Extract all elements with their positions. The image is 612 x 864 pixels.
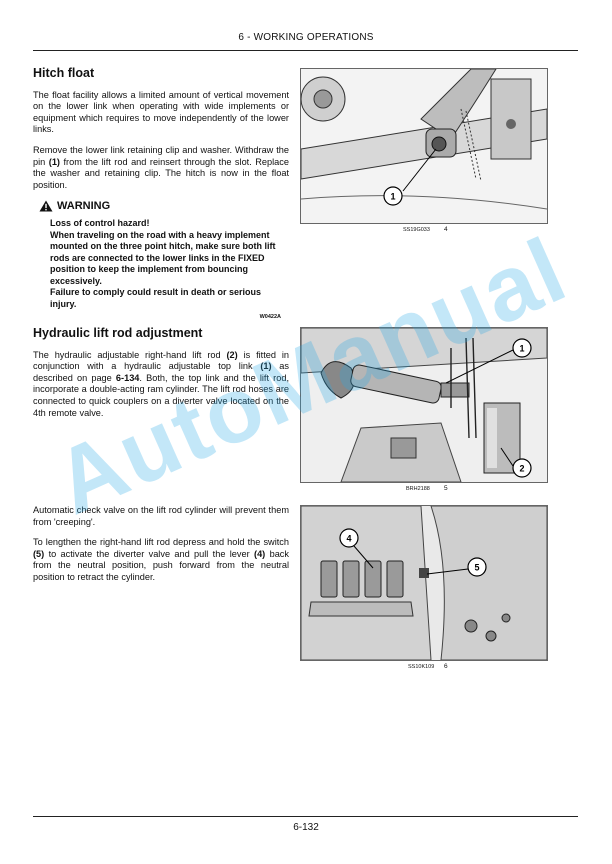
warning-triangle-icon [39,200,53,212]
warning-body: Loss of control hazard! When traveling o… [50,218,278,310]
lift-rod-paragraph-3: To lengthen the right-hand lift rod depr… [33,537,289,582]
figure-4-number: 4 [444,226,448,233]
figure-6-code: SS10K109 [408,664,435,670]
lift-rod-title: Hydraulic lift rod adjustment [33,326,203,340]
figure-4-hitch-pin: 1 [300,68,548,224]
page-number: 6-132 [293,822,319,833]
figure-5-illustration: 1 2 [301,328,547,482]
figure-4-code: SS19G033 [403,227,430,233]
hitch-float-section: Hitch float The float facility allows a … [33,66,289,324]
figure-5-code: BRH2188 [406,486,430,492]
lift-rod-section-continued: Automatic check valve on the lift rod cy… [33,505,289,593]
warning-line-3: Failure to comply could result in death … [50,287,262,309]
lift-rod-paragraph-2: Automatic check valve on the lift rod cy… [33,505,289,527]
figure-5-callout-2: 2 [519,464,524,474]
hitch-float-paragraph-2: Remove the lower link retaining clip and… [33,144,289,190]
running-header: 6 - WORKING OPERATIONS [238,32,374,43]
figure-6-callout-4: 4 [346,534,351,544]
figure-5-number: 5 [444,485,448,492]
warning-code: W0422A [259,314,281,321]
header-rule [33,50,578,51]
hitch-float-paragraph-1: The float facility allows a limited amou… [33,89,289,135]
warning-label: WARNING [57,199,111,212]
figure-6-console: 4 5 [300,505,548,661]
warning-heading: WARNING [39,200,289,212]
hitch-float-title: Hitch float [33,66,95,80]
figure-6-number: 6 [444,663,448,670]
footer-rule [33,816,578,817]
warning-line-2: When traveling on the road with a heavy … [50,229,276,286]
lift-rod-paragraph-1: The hydraulic adjustable right-hand lift… [33,349,290,418]
figure-4-illustration: 1 [301,69,547,223]
figure-6-illustration: 4 5 [301,506,547,660]
figure-5-lift-rod: 1 2 [300,327,548,483]
figure-6-callout-5: 5 [474,563,479,573]
lift-rod-section: Hydraulic lift rod adjustment The hydrau… [33,326,290,428]
figure-4-callout-1: 1 [390,192,395,202]
figure-5-callout-1: 1 [519,344,524,354]
warning-line-1: Loss of control hazard! [50,218,150,229]
